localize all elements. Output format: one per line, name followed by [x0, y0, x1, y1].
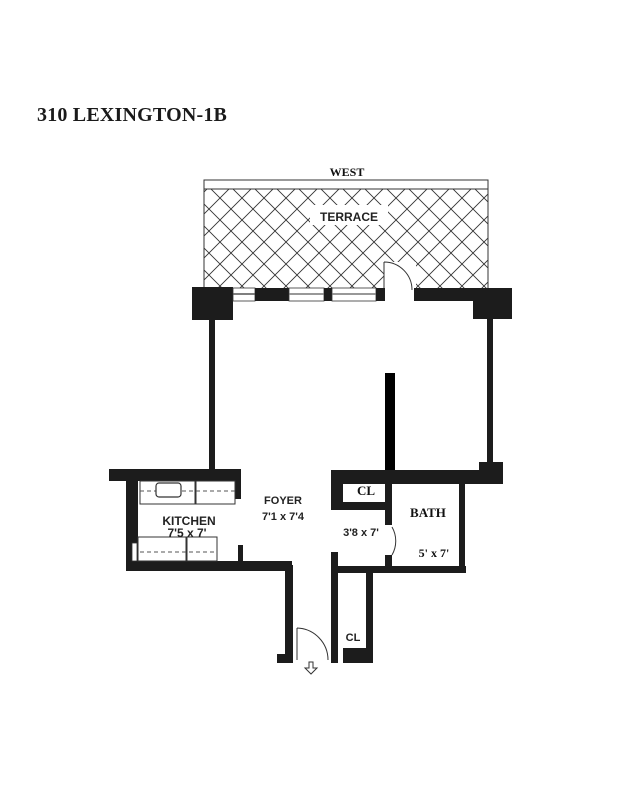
entry-door-icon — [296, 627, 329, 661]
room-dims-bath: 5' x 7' — [419, 546, 450, 560]
up-arrow-icon — [303, 661, 319, 675]
kitchen: KITCHEN 7'5 x 7' — [109, 469, 292, 571]
room-dims-foyer: 7'1 x 7'4 — [262, 511, 305, 523]
room-label-closet-2: CL — [346, 632, 361, 644]
terrace-wall — [192, 287, 512, 320]
bath-door-icon — [391, 526, 397, 556]
room-label-terrace: TERRACE — [320, 210, 378, 224]
plan-title: 310 LEXINGTON-1B — [37, 104, 228, 126]
room-label-bath: BATH — [410, 505, 446, 520]
entry-corridor — [277, 565, 338, 675]
living-walls — [209, 318, 493, 474]
orientation-label: WEST — [330, 165, 365, 179]
sink-icon — [155, 482, 182, 498]
room-label-closet-1: CL — [357, 483, 375, 498]
room-label-kitchen: KITCHEN — [162, 514, 215, 528]
room-dims-foyer-closet: 3'8 x 7' — [343, 527, 379, 539]
room-dims-kitchen: 7'5 x 7' — [167, 526, 206, 540]
bath-block — [331, 462, 503, 663]
room-label-foyer: FOYER — [264, 495, 302, 507]
terrace-door-icon — [383, 261, 413, 291]
terrace: TERRACE — [203, 179, 489, 292]
